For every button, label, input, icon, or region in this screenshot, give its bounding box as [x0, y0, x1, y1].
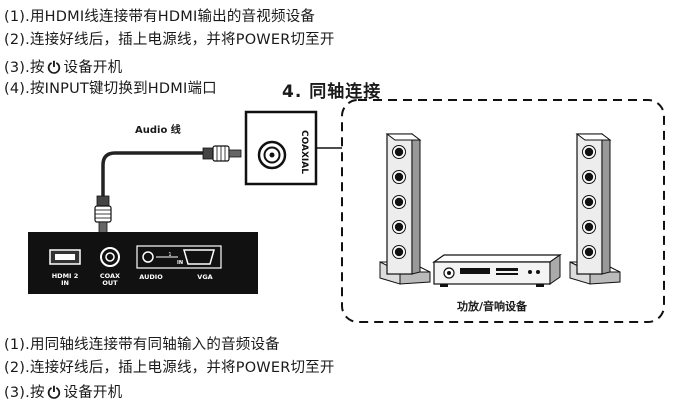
- cable-plug-bottom: [94, 195, 112, 235]
- hdmi-step-3-prefix: (3).按: [4, 60, 45, 76]
- cable-plug-right: [202, 145, 242, 162]
- coax-out-label: OUT: [102, 279, 118, 287]
- cable-label: Audio 线: [135, 123, 181, 136]
- hdmi2-label: HDMI 2: [52, 272, 79, 280]
- amplifier-icon: [432, 254, 562, 287]
- hdmi2-in-label: IN: [61, 279, 69, 287]
- coax-step-1: (1).用同轴线连接带有同轴输入的音频设备: [4, 337, 280, 353]
- hdmi-step-3: (3).按⏻设备开机: [4, 59, 122, 77]
- audio-in-port: [142, 251, 154, 263]
- power-icon: ⏻: [47, 58, 61, 77]
- receiver-label: 功放/音响设备: [457, 299, 528, 313]
- coax-step-3-suffix: 设备开机: [63, 385, 123, 401]
- svg-text:1: 1: [168, 252, 171, 258]
- coax-step-3: (3).按⏻设备开机: [4, 384, 122, 402]
- vga-label: VGA: [197, 273, 212, 281]
- audio-device-dashed-box: [341, 99, 665, 323]
- hdmi-step-4: (4).按INPUT键切换到HDMI端口: [4, 81, 217, 97]
- right-speaker-icon: [569, 133, 621, 285]
- hdmi-step-2: (2).连接好线后，插上电源线，并将POWER切至开: [4, 32, 335, 48]
- left-speaker-icon: [379, 133, 431, 285]
- vga-port: [183, 249, 215, 265]
- hdmi-step-1: (1).用HDMI线连接带有HDMI输出的音视频设备: [4, 9, 316, 25]
- coaxial-label: COAXIAL: [299, 130, 309, 174]
- audio-label: AUDIO: [139, 273, 163, 281]
- coax-step-2: (2).连接好线后，插上电源线，并将POWER切至开: [4, 360, 335, 376]
- coax-label: COAX: [100, 272, 120, 280]
- audio-in-label: IN: [177, 260, 183, 266]
- audio-cable: [101, 151, 205, 198]
- tv-port-panel: 1 HDMI 2 IN COAX OUT AUDIO VGA IN: [28, 232, 258, 294]
- power-icon: ⏻: [47, 383, 61, 402]
- coax-step-3-prefix: (3).按: [4, 385, 45, 401]
- section-title: 4. 同轴连接: [282, 82, 382, 102]
- hdmi-step-3-suffix: 设备开机: [63, 60, 123, 76]
- coaxial-jack-panel: COAXIAL: [244, 110, 318, 186]
